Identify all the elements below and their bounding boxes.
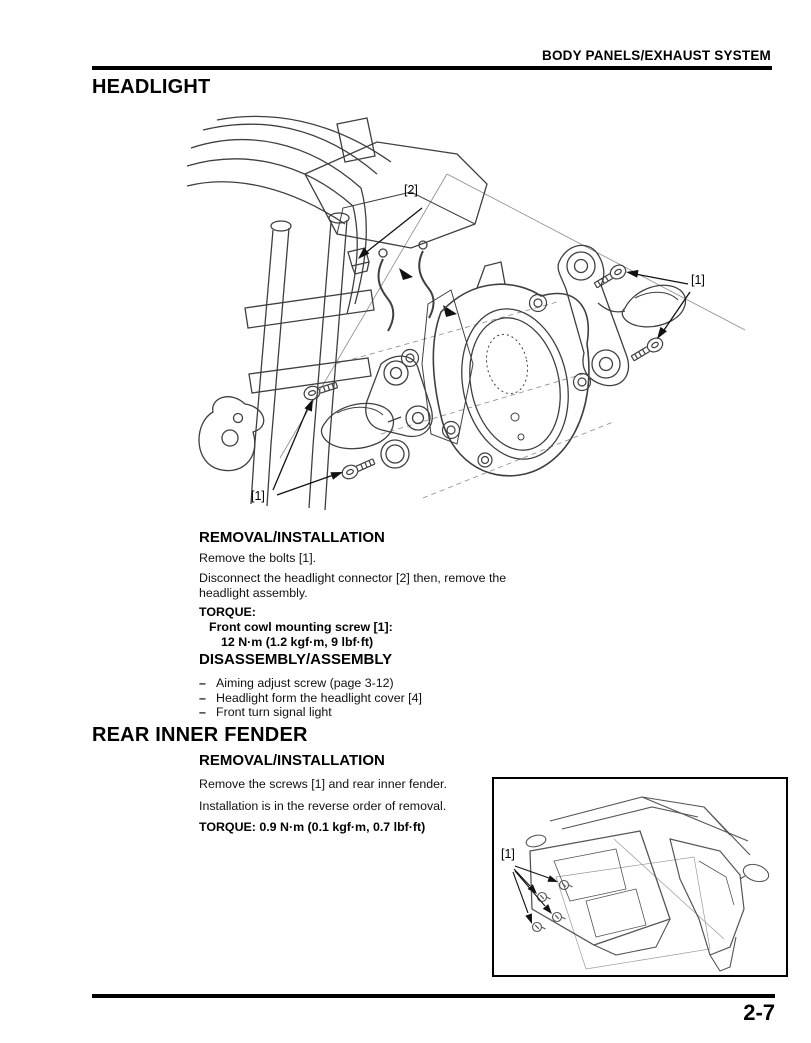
removal-para1: Remove the bolts [1]. bbox=[199, 551, 317, 565]
tail-bodywork bbox=[525, 796, 751, 856]
screw bbox=[551, 911, 566, 923]
list-item-text: Aiming adjust screw (page 3-12) bbox=[216, 676, 394, 690]
list-item: – Headlight form the headlight cover [4] bbox=[199, 691, 422, 706]
fender-screws bbox=[531, 879, 573, 933]
page-title-rear-fender: REAR INNER FENDER bbox=[92, 724, 308, 746]
callout-fender-screws: [1] bbox=[501, 847, 515, 861]
torque-spec: TORQUE: Front cowl mounting screw [1]: 1… bbox=[199, 605, 393, 650]
turn-signal-right bbox=[597, 284, 687, 328]
bolt-screw bbox=[630, 337, 664, 362]
callout-bolts-upper: [1] bbox=[691, 273, 705, 287]
wire-stays bbox=[377, 240, 435, 332]
leader-arrows bbox=[512, 865, 558, 924]
fender-torque: TORQUE: 0.9 N·m (0.1 kgf·m, 0.7 lbf·ft) bbox=[199, 820, 426, 834]
fork-assembly bbox=[186, 115, 488, 511]
disassembly-heading: DISASSEMBLY/ASSEMBLY bbox=[199, 651, 393, 668]
guide-lines bbox=[279, 173, 746, 499]
bracket-right bbox=[557, 244, 630, 387]
screw bbox=[531, 921, 546, 933]
header-rule bbox=[92, 66, 772, 70]
ghost-outlines bbox=[555, 838, 725, 970]
callout-connector: [2] bbox=[404, 183, 418, 197]
list-item: – Front turn signal light bbox=[199, 705, 422, 720]
bullet-dash: – bbox=[199, 705, 206, 719]
removal-para2: Disconnect the headlight connector [2] t… bbox=[199, 571, 507, 600]
list-item-text: Headlight form the headlight cover [4] bbox=[216, 690, 422, 705]
collar-spacers bbox=[400, 293, 592, 468]
headlight-diagram-art bbox=[186, 115, 746, 511]
mounting-bolts bbox=[303, 264, 664, 480]
list-item-text: Front turn signal light bbox=[216, 705, 332, 719]
bolt-screw bbox=[593, 264, 627, 289]
rear-fender-diagram: [1] bbox=[492, 777, 788, 977]
screw bbox=[558, 879, 573, 891]
headlight-connector bbox=[347, 247, 370, 275]
section-header: BODY PANELS/EXHAUST SYSTEM bbox=[542, 48, 771, 63]
fender-removal-heading: REMOVAL/INSTALLATION bbox=[199, 752, 385, 769]
headlight-unit bbox=[421, 261, 590, 477]
removal-heading: REMOVAL/INSTALLATION bbox=[199, 529, 385, 546]
bullet-dash: – bbox=[199, 676, 206, 690]
callout-bolts-lower: [1] bbox=[251, 489, 265, 503]
fender-para1: Remove the screws [1] and rear inner fen… bbox=[199, 777, 447, 791]
license-bracket bbox=[669, 838, 770, 972]
page-title-headlight: HEADLIGHT bbox=[92, 76, 211, 98]
torque-value: 12 N·m (1.2 kgf·m, 9 lbf·ft) bbox=[221, 635, 374, 649]
torque-label: TORQUE: bbox=[199, 605, 256, 619]
fender-para2: Installation is in the reverse order of … bbox=[199, 799, 447, 813]
turn-signal-left bbox=[320, 402, 402, 450]
leader-arrows bbox=[272, 207, 691, 496]
bullet-dash: – bbox=[199, 690, 206, 705]
disassembly-list: – Aiming adjust screw (page 3-12) – Head… bbox=[199, 676, 422, 720]
footer-rule bbox=[92, 994, 775, 998]
bolt-screw bbox=[341, 458, 376, 480]
bolt-screw bbox=[303, 381, 339, 401]
pointer-arrows bbox=[399, 268, 457, 317]
page-number: 2-7 bbox=[743, 1000, 775, 1025]
rear-fender-diagram-art bbox=[512, 796, 770, 972]
headlight-exploded-diagram: [2] [1] [1] bbox=[185, 112, 800, 520]
torque-item: Front cowl mounting screw [1]: bbox=[209, 620, 393, 634]
inner-fender-panel bbox=[529, 830, 671, 956]
list-item: – Aiming adjust screw (page 3-12) bbox=[199, 676, 422, 691]
